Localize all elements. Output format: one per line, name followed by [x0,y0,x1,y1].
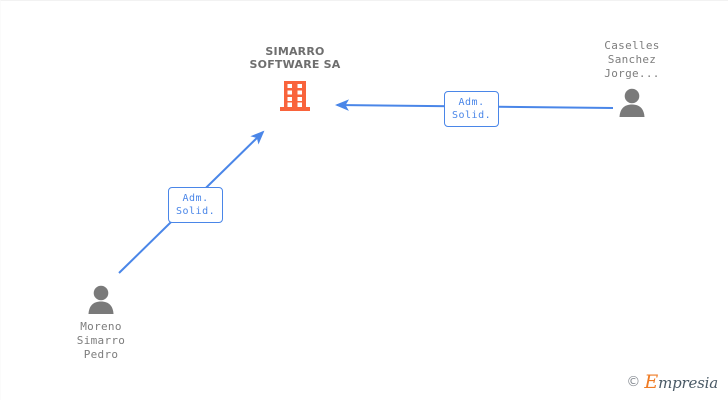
person-node-caselles[interactable]: Caselles Sanchez Jorge... [567,39,697,117]
building-icon [280,81,310,111]
brand-initial: E [644,371,659,393]
relation-label-caselles[interactable]: Adm. Solid. [444,91,500,127]
person-name-label: Moreno Simarro Pedro [76,320,126,361]
copyright-icon: © [626,374,641,390]
brand-rest: mpresia [658,374,718,392]
company-name-label: SIMARRO SOFTWARE SA [249,45,341,71]
company-node[interactable]: SIMARRO SOFTWARE SA [235,45,355,113]
person-icon [619,88,645,117]
relation-label-moreno[interactable]: Adm. Solid. [168,187,224,223]
person-icon [88,285,114,314]
brand-logo: Empresia [644,371,718,393]
person-node-moreno[interactable]: Moreno Simarro Pedro [36,284,166,362]
person-name-label: Caselles Sanchez Jorge... [604,39,660,80]
watermark: © Empresia [626,371,718,393]
